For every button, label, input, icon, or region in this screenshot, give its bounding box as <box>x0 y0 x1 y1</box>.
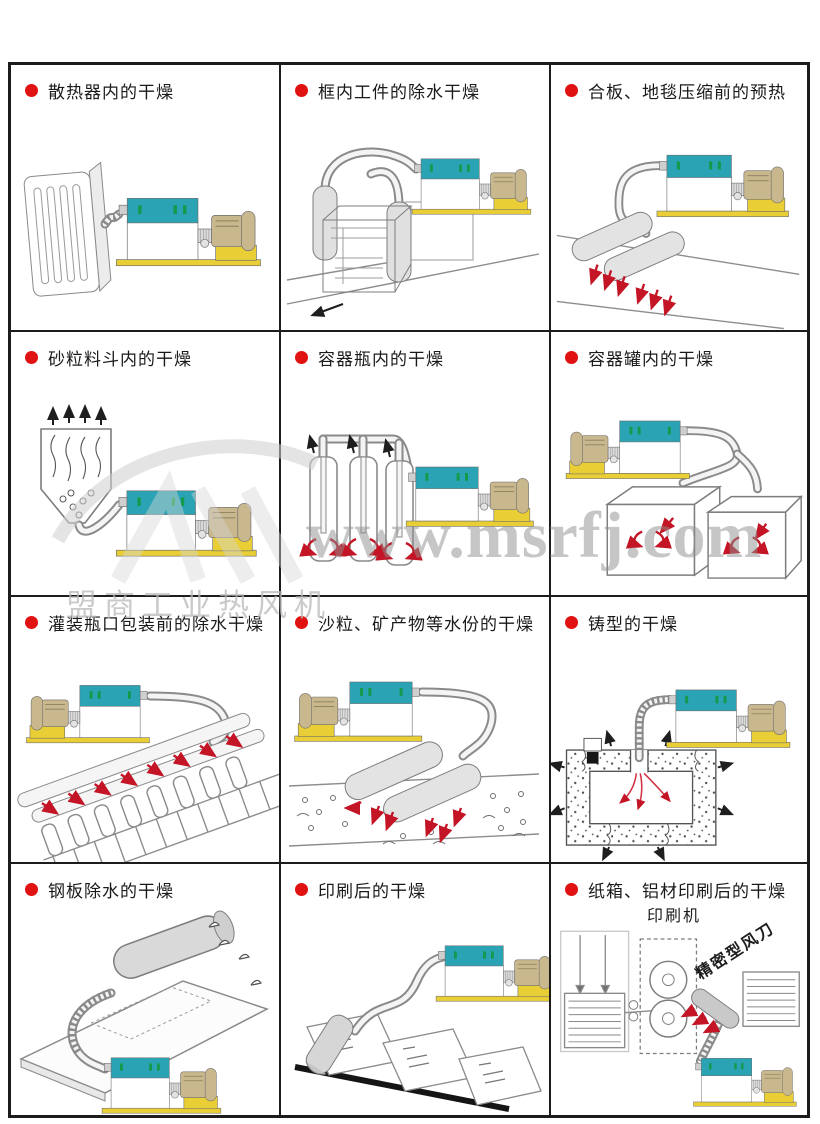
mold-drying-illustration <box>551 640 807 862</box>
printer-label: 印刷机 <box>647 908 702 925</box>
cell-title: 灌装瓶口包装前的除水干燥 <box>25 610 273 635</box>
red-bullet-icon <box>25 616 38 629</box>
cell-title: 散热器内的干燥 <box>25 78 273 103</box>
grid-cell-steel-plate-dewatering: 钢板除水的干燥 <box>11 864 281 1115</box>
cell-title-text: 铸型的干燥 <box>588 615 678 634</box>
cell-title: 框内工件的除水干燥 <box>295 78 543 103</box>
cell-title: 印刷后的干燥 <box>295 877 543 902</box>
grid-cell-bottle-mouth-dewatering: 灌装瓶口包装前的除水干燥 <box>11 597 281 864</box>
red-bullet-icon <box>295 883 308 896</box>
red-bullet-icon <box>25 883 38 896</box>
red-bullet-icon <box>25 84 38 97</box>
steel-plate-illustration <box>11 893 279 1115</box>
cell-title: 容器瓶内的干燥 <box>295 345 543 370</box>
grid-cell-sand-hopper-drying: 砂粒料斗内的干燥 <box>11 332 281 597</box>
mineral-drying-illustration <box>281 640 549 862</box>
application-grid-table: 散热器内的干燥 框内工件的除水干燥 <box>8 62 810 1118</box>
cell-title-text: 沙粒、矿产物等水份的干燥 <box>318 615 534 634</box>
bottle-conveyor-illustration <box>11 640 279 862</box>
plywood-preheating-illustration <box>551 108 807 330</box>
bottle-drying-illustration <box>281 373 549 595</box>
grid-cell-frame-workpiece-drying: 框内工件的除水干燥 <box>281 65 551 332</box>
cell-title: 合板、地毯压缩前的预热 <box>565 78 801 103</box>
cell-title: 钢板除水的干燥 <box>25 877 273 902</box>
red-bullet-icon <box>565 351 578 364</box>
tank-drying-illustration <box>551 373 807 595</box>
red-bullet-icon <box>565 84 578 97</box>
grid-cell-bottle-drying: 容器瓶内的干燥 <box>281 332 551 597</box>
grid-cell-post-print-drying: 印刷后的干燥 <box>281 864 551 1115</box>
grid-cell-radiator-drying: 散热器内的干燥 <box>11 65 281 332</box>
cell-title-text: 灌装瓶口包装前的除水干燥 <box>48 615 264 634</box>
grid-cell-mineral-moisture-drying: 沙粒、矿产物等水份的干燥 <box>281 597 551 864</box>
red-bullet-icon <box>295 84 308 97</box>
cell-title: 容器罐内的干燥 <box>565 345 801 370</box>
cell-title: 沙粒、矿产物等水份的干燥 <box>295 610 543 635</box>
cell-title: 纸箱、铝材印刷后的干燥 <box>565 877 801 902</box>
red-bullet-icon <box>565 616 578 629</box>
grid-cell-tank-drying: 容器罐内的干燥 <box>551 332 807 597</box>
red-bullet-icon <box>295 351 308 364</box>
post-print-illustration <box>281 893 549 1115</box>
cell-title-text: 砂粒料斗内的干燥 <box>48 350 192 369</box>
frame-workpiece-illustration <box>281 108 549 330</box>
grid-cell-plywood-preheating: 合板、地毯压缩前的预热 <box>551 65 807 332</box>
cell-title-text: 钢板除水的干燥 <box>48 882 174 901</box>
carton-print-illustration <box>551 893 807 1115</box>
cell-title-text: 印刷后的干燥 <box>318 882 426 901</box>
grid-cell-carton-print-drying: 纸箱、铝材印刷后的干燥 印刷机 精密型风刀 <box>551 864 807 1115</box>
red-bullet-icon <box>295 616 308 629</box>
red-bullet-icon <box>565 883 578 896</box>
cell-title: 铸型的干燥 <box>565 610 801 635</box>
cell-title: 砂粒料斗内的干燥 <box>25 345 273 370</box>
cell-title-text: 合板、地毯压缩前的预热 <box>588 83 786 102</box>
radiator-drying-illustration <box>11 108 279 330</box>
cell-title-text: 散热器内的干燥 <box>48 83 174 102</box>
cell-title-text: 纸箱、铝材印刷后的干燥 <box>588 882 786 901</box>
red-bullet-icon <box>25 351 38 364</box>
cell-title-text: 容器罐内的干燥 <box>588 350 714 369</box>
sand-hopper-illustration <box>11 373 279 595</box>
cell-title-text: 框内工件的除水干燥 <box>318 83 480 102</box>
cell-title-text: 容器瓶内的干燥 <box>318 350 444 369</box>
grid-cell-mold-drying: 铸型的干燥 <box>551 597 807 864</box>
